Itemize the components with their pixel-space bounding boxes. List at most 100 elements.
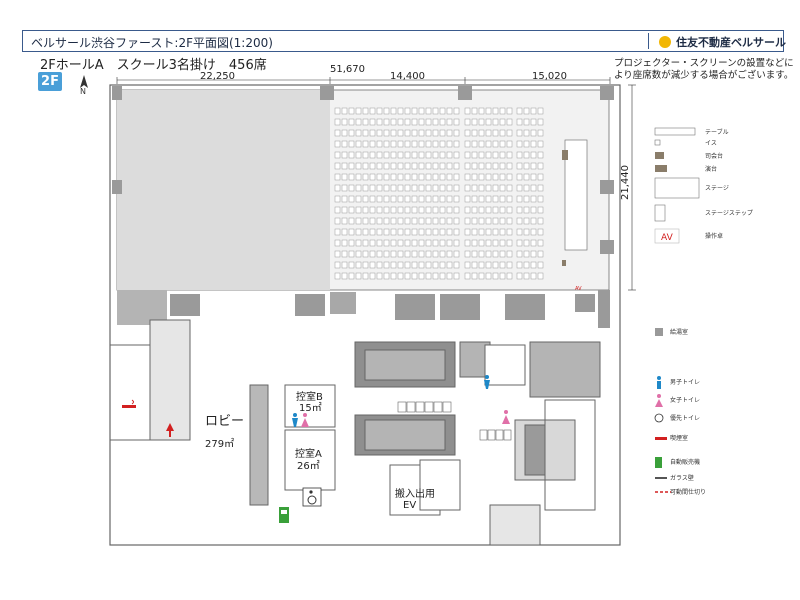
chair-icon	[355, 151, 362, 159]
chair-icon	[432, 184, 439, 192]
floor-badge: 2F	[38, 72, 62, 91]
chair-icon	[390, 118, 397, 126]
chair-icon	[418, 272, 425, 280]
chair-icon	[418, 129, 425, 137]
chair-icon	[369, 118, 376, 126]
chair-icon	[530, 272, 537, 280]
chair-icon	[464, 151, 471, 159]
chair-icon	[397, 261, 404, 269]
chair-icon	[362, 151, 369, 159]
chair-icon	[464, 107, 471, 115]
chair-icon	[376, 184, 383, 192]
chair-icon	[411, 184, 418, 192]
chair-icon	[530, 206, 537, 214]
chair-icon	[446, 250, 453, 258]
chair-icon	[439, 118, 446, 126]
chair-icon	[523, 195, 530, 203]
womens-toilet-icon	[502, 410, 510, 424]
chair-icon	[432, 272, 439, 280]
table-icon: テーブル	[654, 127, 729, 136]
chair-icon	[523, 162, 530, 170]
chair-icon	[506, 239, 513, 247]
chair-icon	[383, 118, 390, 126]
chair-icon	[404, 129, 411, 137]
chair-icon	[341, 129, 348, 137]
chair-icon	[516, 228, 523, 236]
chair-icon	[369, 261, 376, 269]
chair-icon	[523, 173, 530, 181]
chair-icon	[404, 217, 411, 225]
chair-icon	[464, 140, 471, 148]
chair-icon	[432, 107, 439, 115]
accessible-toilet-icon	[302, 487, 322, 507]
chair-icon	[464, 261, 471, 269]
chair-icon	[499, 129, 506, 137]
north-label: N	[80, 87, 86, 96]
legend-label: 給湯室	[670, 328, 688, 336]
legend-label: 司会台	[705, 152, 723, 160]
chair-icon	[397, 206, 404, 214]
chair-icon	[369, 217, 376, 225]
chair-icon	[390, 173, 397, 181]
chair-icon	[492, 129, 499, 137]
chair-icon	[471, 151, 478, 159]
chair-icon	[369, 184, 376, 192]
chair-icon	[506, 250, 513, 258]
chair-icon	[425, 206, 432, 214]
chair-icon	[404, 107, 411, 115]
chair-icon	[446, 206, 453, 214]
chair-icon	[485, 151, 492, 159]
chair-icon	[439, 173, 446, 181]
stage-icon: ステージ	[654, 177, 729, 199]
chair-icon	[516, 151, 523, 159]
chair-icon	[506, 217, 513, 225]
chair-icon	[376, 272, 383, 280]
chair-icon	[348, 162, 355, 170]
ev-label: EV	[403, 500, 416, 511]
chair-icon	[425, 228, 432, 236]
chair-icon	[397, 239, 404, 247]
chair-icon	[537, 239, 544, 247]
north-arrow-icon: N	[79, 75, 89, 96]
chair-icon	[523, 239, 530, 247]
chair-icon	[439, 239, 446, 247]
chair-icon	[397, 107, 404, 115]
chair-icon	[425, 162, 432, 170]
chair-icon	[390, 217, 397, 225]
chair-icon	[523, 261, 530, 269]
chair-icon	[383, 250, 390, 258]
chair-icon	[397, 184, 404, 192]
chair-icon	[348, 107, 355, 115]
chair-icon	[418, 195, 425, 203]
chair-icon	[537, 107, 544, 115]
chair-icon	[506, 206, 513, 214]
chair-icon	[471, 261, 478, 269]
chair-icon	[334, 239, 341, 247]
chair-icon	[418, 206, 425, 214]
chair-icon	[334, 184, 341, 192]
chair-icon	[341, 272, 348, 280]
chair-icon	[506, 261, 513, 269]
chair-icon	[411, 195, 418, 203]
chair-icon	[425, 250, 432, 258]
chair-icon	[369, 162, 376, 170]
chair-icon	[453, 239, 460, 247]
legend-label: 男子トイレ	[670, 379, 700, 386]
chair-icon	[471, 184, 478, 192]
chair-icon	[464, 228, 471, 236]
dim-mid-span: 14,400	[390, 71, 425, 82]
chair-icon	[516, 140, 523, 148]
chair-icon	[397, 228, 404, 236]
chair-icon	[492, 118, 499, 126]
chair-icon	[492, 239, 499, 247]
brand-name: 住友不動産ベルサール	[676, 36, 786, 49]
chair-icon	[362, 173, 369, 181]
chair-icon	[485, 184, 492, 192]
chair-icon	[537, 250, 544, 258]
chair-icon	[425, 217, 432, 225]
chair-icon	[376, 228, 383, 236]
chair-icon	[348, 272, 355, 280]
chair-icon	[478, 184, 485, 192]
chair-icon	[492, 140, 499, 148]
